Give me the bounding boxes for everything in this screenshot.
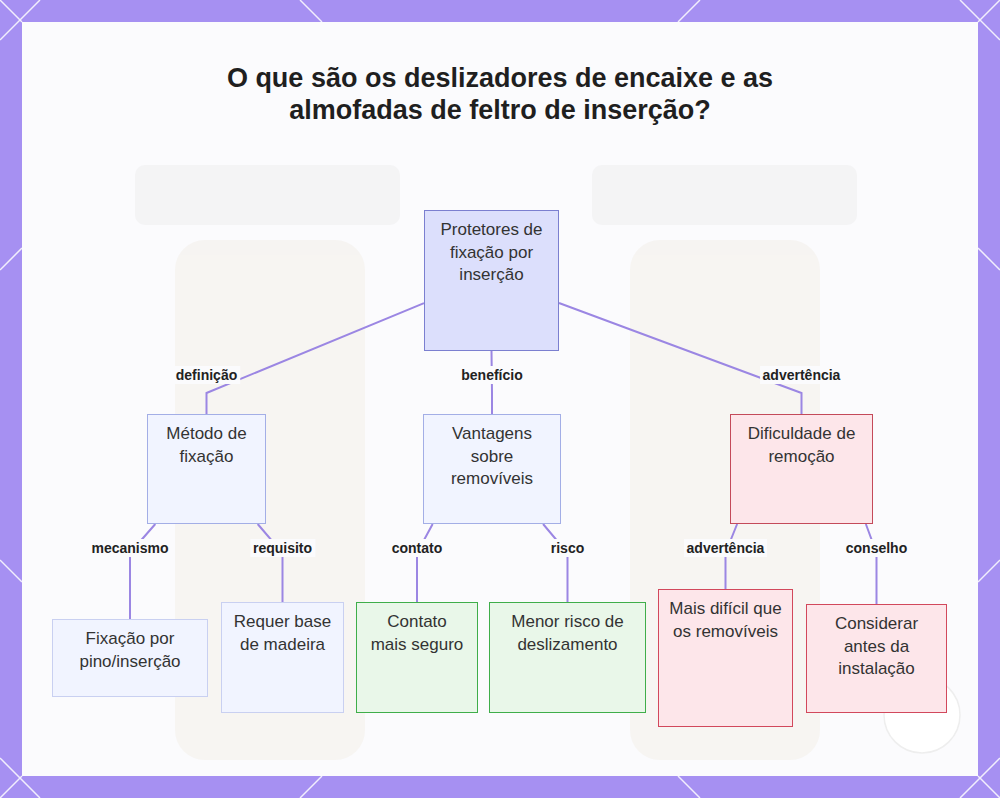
edge-label: requisito <box>250 539 315 557</box>
edge-label: advertência <box>760 366 844 384</box>
detail-box: Fixação por pino/inserção <box>52 619 208 697</box>
node-text: Fixação por pino/inserção <box>63 628 197 673</box>
node-text: Requer base de madeira <box>232 611 333 656</box>
edge-label: conselho <box>843 539 910 557</box>
node-text: Dificuldade de remoção <box>741 423 862 468</box>
warning-box: Dificuldade de remoção <box>730 414 873 524</box>
edge-label: advertência <box>684 539 768 557</box>
white-panel <box>22 22 978 776</box>
node-text: Vantagens sobre removíveis <box>434 423 550 491</box>
connector-line <box>258 524 283 602</box>
warning-box: Mais difícil que os removíveis <box>658 589 793 727</box>
edge-label: benefício <box>458 366 525 384</box>
connector-line <box>559 303 802 414</box>
edge-label: mecanismo <box>88 539 171 557</box>
node-text: Protetores de fixação por inserção <box>435 219 548 287</box>
detail-box: Requer base de madeira <box>221 602 344 713</box>
benefit-box: Contato mais seguro <box>356 602 478 713</box>
blurred-tag <box>592 165 857 225</box>
node-text: Menor risco de deslizamento <box>500 611 635 656</box>
benefit-box: Menor risco de deslizamento <box>489 602 646 713</box>
root-box: Protetores de fixação por inserção <box>424 210 559 351</box>
connector-line <box>417 524 433 602</box>
diagram-title: O que são os deslizadores de encaixe e a… <box>215 62 785 127</box>
edge-label: risco <box>548 539 587 557</box>
warning-box: Considerar antes da instalação <box>806 604 947 713</box>
edge-label: definição <box>173 366 240 384</box>
connector-line <box>207 303 425 414</box>
connector-line <box>866 524 877 604</box>
node-text: Considerar antes da instalação <box>817 613 936 681</box>
category-box: Vantagens sobre removíveis <box>423 414 561 524</box>
node-text: Mais difícil que os removíveis <box>669 598 782 643</box>
node-text: Método de fixação <box>158 423 255 468</box>
blurred-tag <box>135 165 400 225</box>
category-box: Método de fixação <box>147 414 266 524</box>
node-text: Contato mais seguro <box>367 611 467 656</box>
connector-line <box>543 524 567 602</box>
edge-label: contato <box>389 539 446 557</box>
